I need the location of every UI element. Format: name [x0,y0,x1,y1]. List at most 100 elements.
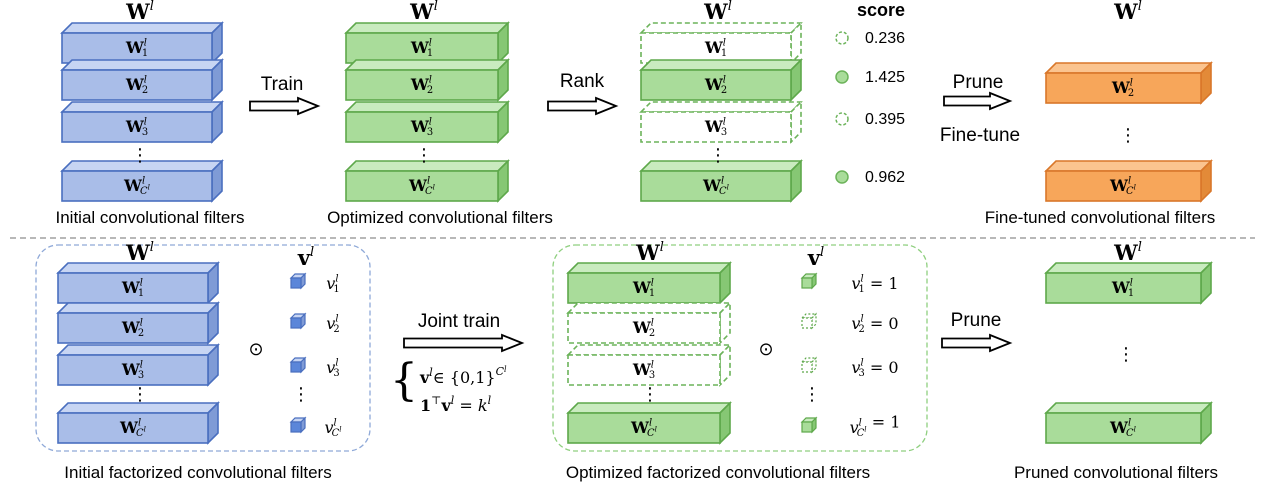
top-stack1-caption: Initial convolutional filters [56,208,245,227]
score-value-1: 0.236 [865,30,905,47]
bottom-arrow-joint-train-label: Joint train [418,311,500,332]
top-arrow-train-label: Train [261,74,304,95]
score-value-3: 0.395 [865,111,905,128]
bottom-stack2-bar-2 [566,301,732,345]
score-marker-2 [835,70,849,84]
bottom-stack3-bar-1 [1044,261,1213,305]
bottom-stack2-header: Wl [635,240,664,265]
bottom-arrow-prune [941,333,1013,353]
constraint-cardinality: 1⊤vl = kl [420,394,492,415]
top-stack1-bar-3 [60,100,224,144]
bottom-stack2-ellipsis: ⋮ [641,384,659,405]
top-arrow-prune [943,91,1013,111]
top-arrow-rank [547,96,619,116]
bottom-v1-cube-4 [289,416,307,434]
top-stack2-bar-3 [344,100,510,144]
score-header: score [857,0,905,20]
top-stack1-ellipsis: ⋮ [131,145,149,166]
bottom-stack3-header: Wl [1113,240,1142,265]
top-stack4-caption: Fine-tuned convolutional filters [985,208,1216,227]
bottom-v1-ellipsis: ⋮ [292,384,310,405]
top-stack3-bar-1 [639,21,803,65]
top-stack1-bar-4 [60,159,224,203]
score-value-4: 0.962 [865,169,905,186]
top-stack3-bar-2 [639,58,803,102]
bottom-v2-cube-2 [800,312,818,330]
bottom-stack2-bar-1 [566,261,732,305]
bottom-stack1-ellipsis: ⋮ [131,384,149,405]
bottom-arrow-joint-train [403,333,525,353]
top-stack2-bar-2 [344,58,510,102]
bottom-v2-cube-4 [800,416,818,434]
constraint-brace: { [390,355,418,406]
top-arrow-rank-label: Rank [560,71,605,92]
odot-operator-1: ⊙ [248,339,263,360]
top-stack1-header: Wl [125,0,154,24]
top-stack4-ellipsis: ⋮ [1119,125,1137,146]
top-stack1-bar-2 [60,58,224,102]
bottom-v2-ellipsis: ⋮ [803,384,821,405]
bottom-stack1-bar-4 [56,401,220,445]
top-stack2-ellipsis: ⋮ [415,145,433,166]
top-stack4-bar-2 [1044,159,1213,203]
bottom-v1-cube-2 [289,312,307,330]
bottom-stack2-bar-4 [566,401,732,445]
bottom-stack3-bar-2 [1044,401,1213,445]
score-marker-3 [835,112,849,126]
top-stack4-bar-1 [1044,61,1213,105]
score-value-2: 1.425 [865,69,905,86]
odot-operator-2: ⊙ [758,339,773,360]
bottom-stack3-ellipsis: ⋮ [1117,344,1135,365]
bottom-stack2-caption: Optimized factorized convolutional filte… [566,463,870,482]
bottom-stack1-header: Wl [125,240,154,265]
top-arrow-finetune-label: Fine-tune [940,125,1020,146]
bottom-stack1-bar-3 [56,343,220,387]
top-stack3-bar-4 [639,159,803,203]
top-stack2-header: Wl [409,0,438,24]
score-marker-4 [835,170,849,184]
top-stack4-header: Wl [1113,0,1142,24]
top-stack3-ellipsis: ⋮ [709,145,727,166]
bottom-v2-cube-1 [800,272,818,290]
bottom-v1-header: vl [297,245,314,270]
bottom-v2-header: vl [807,245,824,270]
score-marker-1 [835,31,849,45]
bottom-stack3-caption: Pruned convolutional filters [1014,463,1218,482]
bottom-stack1-caption: Initial factorized convolutional filters [64,463,331,482]
group-initial-factorized [35,244,371,452]
bottom-stack2-bar-3 [566,343,732,387]
top-stack1-bar-1 [60,21,224,65]
constraint-binary: vl∈ {0,1}Cl [419,365,507,387]
bottom-stack1-bar-1 [56,261,220,305]
top-stack3-header: Wl [703,0,732,24]
